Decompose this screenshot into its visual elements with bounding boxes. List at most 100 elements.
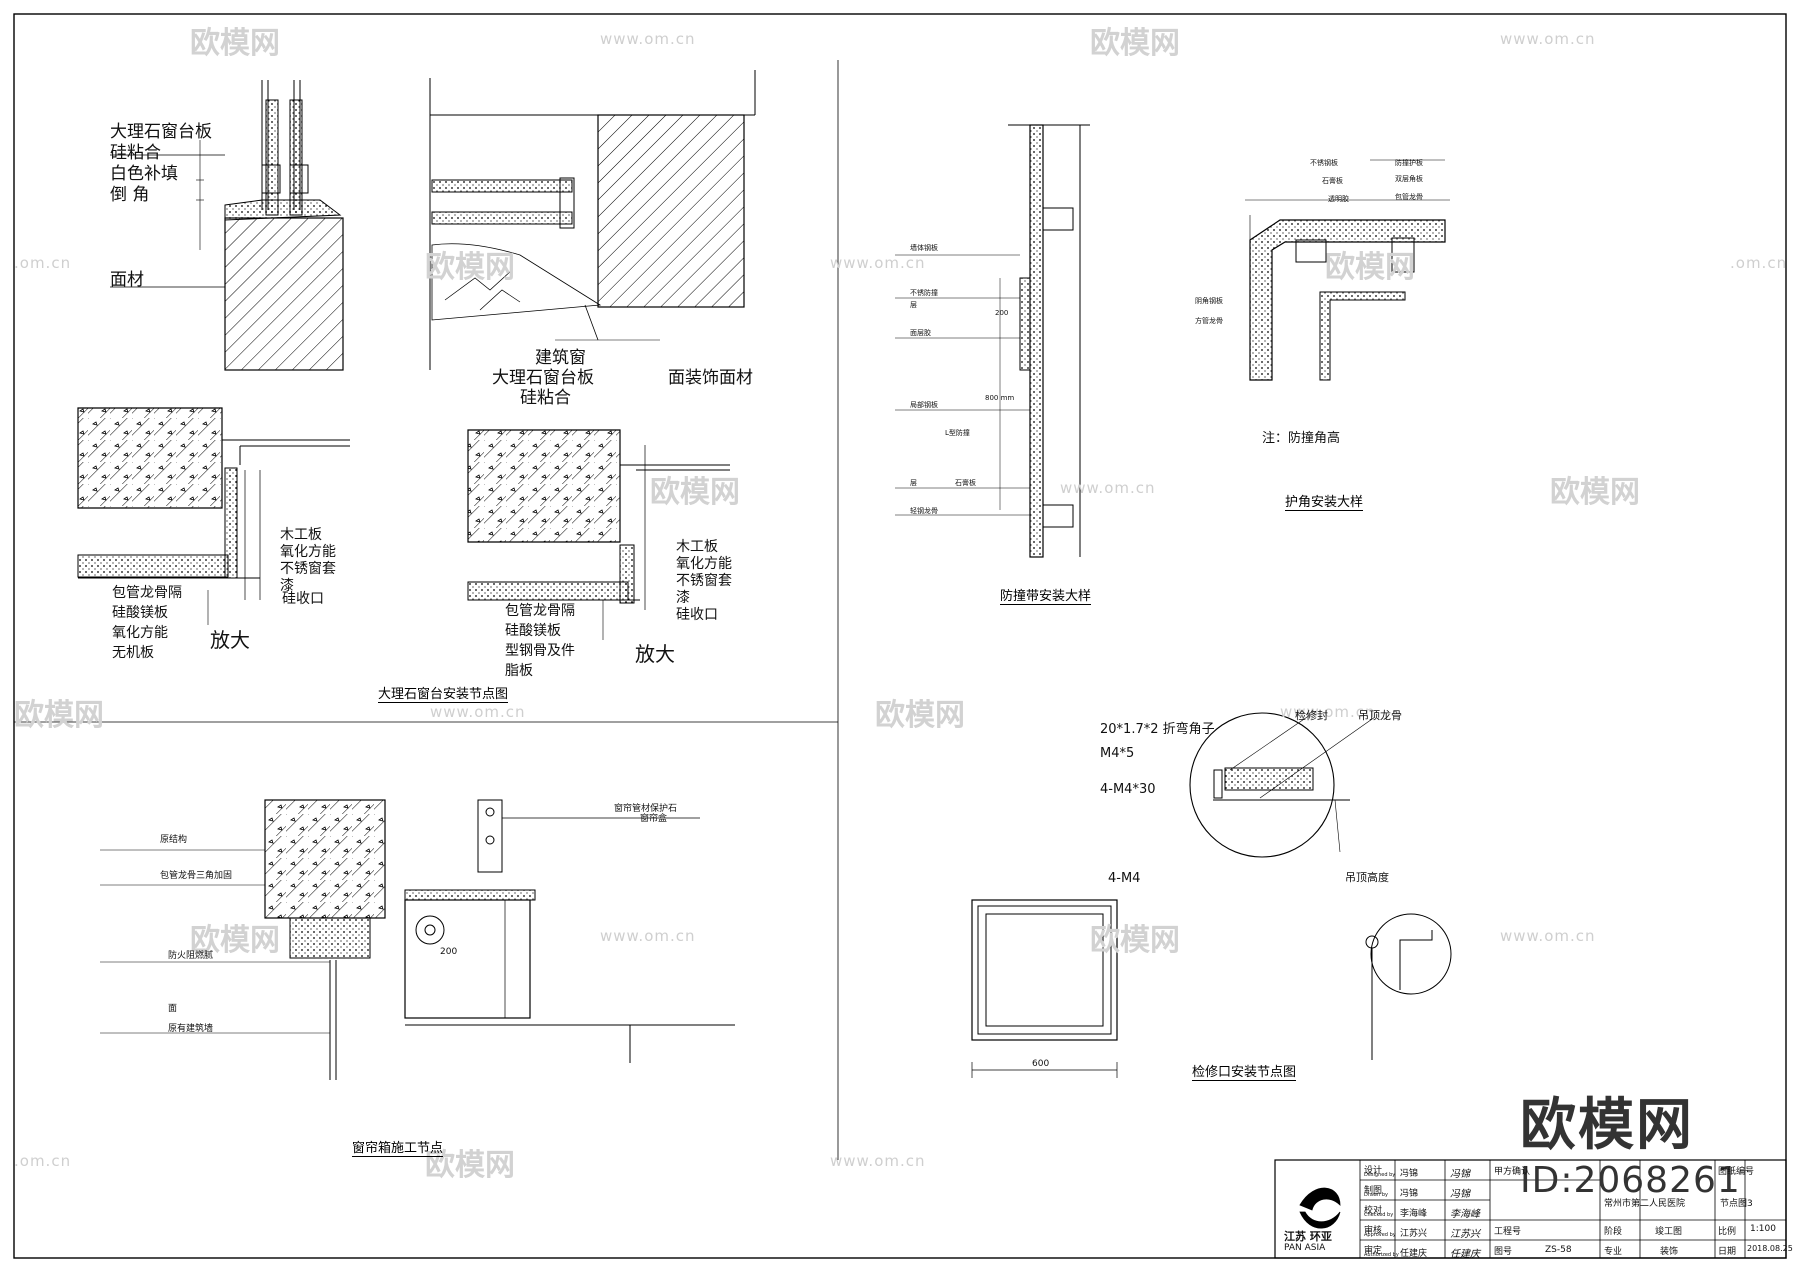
label: 防撞护板 [1395,159,1423,167]
role-sublabel: Drawn by [1364,1192,1388,1198]
watermark-brand: 欧模网 [190,923,280,958]
watermark-url: www.om.cn [1060,479,1156,497]
signature: 江苏兴 [1450,1229,1480,1240]
label: 包管龙骨 [1395,193,1423,201]
scale-label: 比例 [1718,1227,1737,1237]
label: 大理石窗台板 [110,122,212,142]
label: 包管龙骨隔 [505,603,575,619]
label: 氧化方能 [676,556,732,572]
label: 脂板 [505,663,533,679]
label: 硅收口 [676,607,718,623]
watermark-brand: 欧模网 [1090,923,1180,958]
label: M4*5 [1100,746,1135,761]
label: 石膏板 [955,479,976,487]
watermark-url-short: .om.cn [14,1152,72,1170]
watermark-url: www.om.cn [1500,30,1596,48]
label: 白色补填 [110,164,178,184]
watermark-url: www.om.cn [830,254,926,272]
pic-label: 图号 [1494,1247,1513,1257]
label: 不锈窗套 [280,561,336,577]
label: 不锈防撞 [910,289,938,297]
enlarge-note: 放大 [635,642,675,666]
stage-value: 竣工图 [1655,1227,1683,1237]
scale-value: 1:100 [1750,1224,1776,1234]
drawing-label: 图纸编号 [1718,1167,1755,1177]
label: 漆 [676,590,690,606]
label: 漆 [280,578,294,594]
person-name: 冯锦 [1400,1189,1419,1199]
company-name-en: PAN ASIA [1284,1243,1326,1253]
label: 硅酸镁板 [112,605,168,621]
label: 面层胶 [910,329,931,337]
label: 大理石窗台板 [492,368,594,388]
dimension: 600 [1032,1059,1050,1069]
watermark-url-short: .om.cn [1730,254,1788,272]
person-name: 李海峰 [1400,1209,1428,1219]
watermark-brand: 欧模网 [1325,250,1415,285]
label: 氧化方能 [280,544,336,560]
signature: 冯锦 [1450,1189,1470,1200]
label: 墙体钢板 [910,244,938,252]
label: 层 [910,301,917,309]
label: 建筑窗 [535,348,586,368]
label: 硅收口 [282,591,324,607]
watermark-url: www.om.cn [600,30,696,48]
label: 面 [168,1004,178,1014]
label: 双层角板 [1395,175,1423,183]
role-label: 校对 [1364,1206,1383,1216]
label: 4-M4*30 [1100,782,1156,797]
watermark-brand: 欧模网 [190,26,280,61]
windowsill-view-1d [467,429,730,640]
label: 防火阻燃腻 [168,951,214,961]
watermark-brand: 欧模网 [1090,26,1180,61]
watermark-url-short: .om.cn [14,254,72,272]
windowsill-view-1c [77,407,350,625]
role-label: 审核 [1364,1226,1383,1236]
corner-view-title: 护角安装大样 [1285,495,1364,512]
watermark-url: www.om.cn [1500,927,1596,945]
label: 包管龙骨三角加固 [160,871,233,881]
curtain-box-view [100,799,735,1080]
label: 20*1.7*2 折弯角子 [1100,722,1215,737]
label: 原结构 [160,835,188,845]
client-label: 甲方确认 [1494,1167,1531,1177]
label: 面材 [110,270,144,290]
watermark-brand: 欧模网 [875,698,965,733]
bumper-strip-view [895,124,1090,558]
label: 吊顶龙骨 [1358,709,1402,722]
label: 透明胶 [1328,195,1349,203]
major-label: 专业 [1604,1247,1623,1257]
project-name: 常州市第二人民医院 [1604,1199,1686,1209]
title-block [1274,1159,1787,1259]
access-panel-view [971,712,1452,1078]
label: 无机板 [112,645,154,661]
watermark-brand: 欧模网 [14,698,104,733]
sheet-border [13,13,1787,1259]
major-value: 装饰 [1660,1247,1679,1257]
label: 局部钢板 [910,401,938,409]
role-sublabel: Checked by [1364,1212,1394,1218]
company-name: 江苏 环亚 [1284,1230,1332,1243]
label: 不锈钢板 [1310,159,1338,167]
label: 轻钢龙骨 [910,507,938,515]
bumper-view-title: 防撞带安装大样 [1000,589,1092,606]
label: 层 [910,479,917,487]
label: 氧化方能 [112,625,168,641]
date-value: 2018.08.25 [1747,1244,1793,1253]
windowsill-view-title: 大理石窗台安装节点图 [378,687,509,704]
label: 面装饰面材 [668,368,753,388]
corner-guard-view [1245,159,1450,381]
label: 硅酸镁板 [505,623,561,639]
watermark-url: www.om.cn [600,927,696,945]
corner-note: 注：防撞角高 [1262,431,1341,446]
role-label: 审定 [1364,1246,1383,1256]
label: 方管龙骨 [1195,317,1223,325]
watermark-brand: 欧模网 [1550,475,1640,510]
role-sublabel: Authorized by [1364,1252,1399,1258]
role-sublabel: Designed by [1364,1172,1396,1178]
label: 原有建筑墙 [168,1024,214,1034]
enlarge-note: 放大 [210,628,250,652]
label: 窗帘盒 [640,814,668,824]
